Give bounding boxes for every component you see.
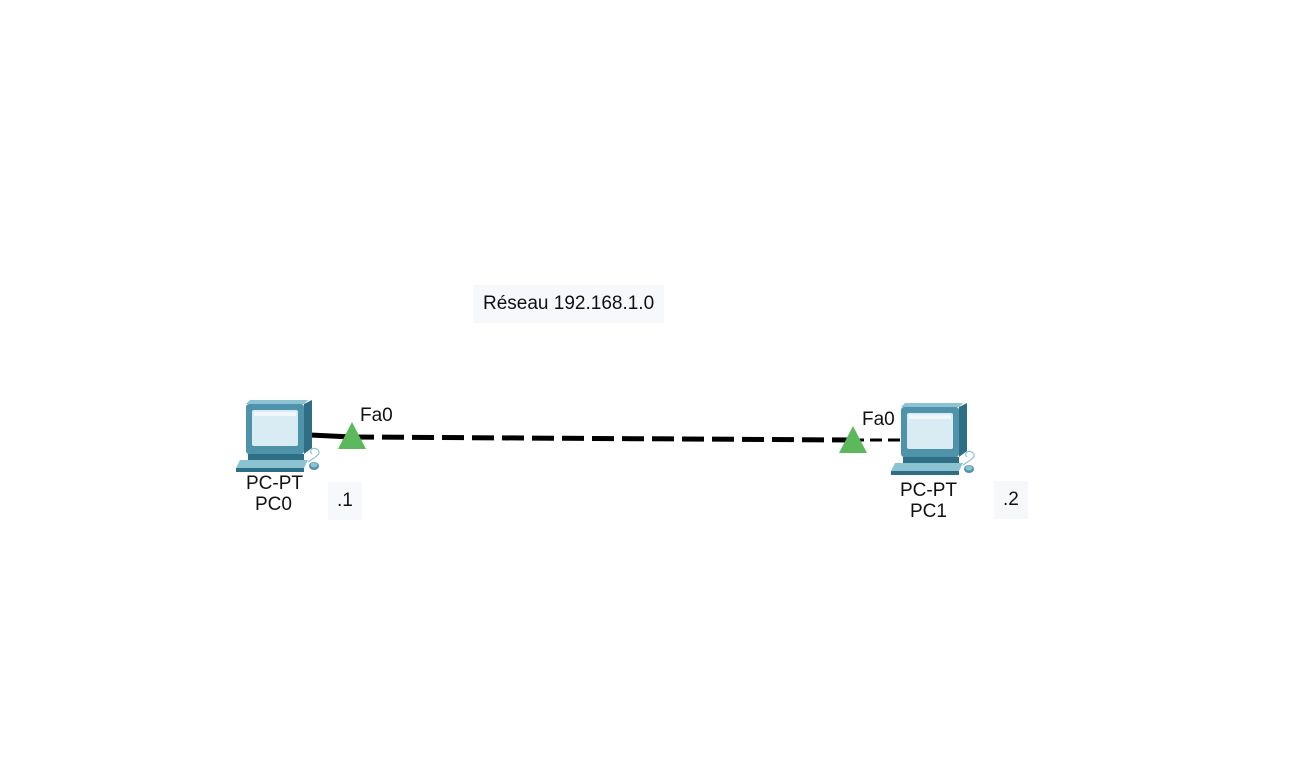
port-label-pc0: Fa0	[360, 405, 393, 426]
device-type-label: PC-PT	[246, 473, 303, 494]
port-status-up-icon	[338, 422, 366, 449]
device-type-label: PC-PT	[900, 480, 957, 501]
pc-icon	[891, 403, 975, 475]
device-name-label[interactable]: PC1	[910, 501, 947, 522]
port-label-pc1: Fa0	[862, 409, 895, 430]
ip-note-pc1[interactable]: .2	[994, 481, 1028, 519]
copper-cross-over-cable[interactable]	[351, 434, 853, 443]
pc-icon	[236, 400, 320, 472]
device-pc1[interactable]: PC-PT PC1	[880, 398, 990, 528]
ip-note-pc0[interactable]: .1	[328, 482, 362, 520]
device-name-label[interactable]: PC0	[255, 494, 292, 515]
port-status-up-icon	[839, 426, 867, 453]
device-pc0[interactable]: PC-PT PC0	[225, 395, 335, 525]
ethernet-link[interactable]	[309, 432, 900, 443]
network-note[interactable]: Réseau 192.168.1.0	[473, 285, 665, 323]
